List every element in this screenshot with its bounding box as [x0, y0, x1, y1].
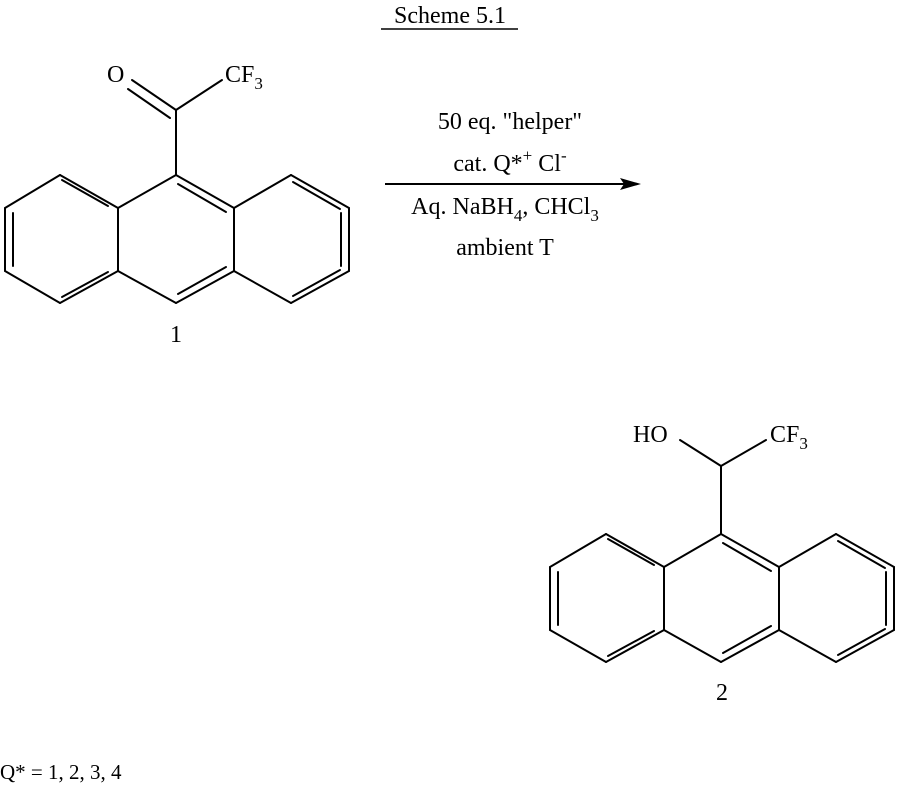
product-structure	[550, 440, 894, 662]
condition-line-4: ambient T	[456, 235, 554, 261]
footnote: Q* = 1, 2, 3, 4	[0, 760, 122, 784]
condition-line-2: cat. Q*+ Cl-	[453, 146, 567, 177]
product-cf3-label: CF3	[770, 422, 808, 453]
product-hydroxyl-label: HO	[633, 422, 668, 448]
reactant-cf3-label: CF3	[225, 62, 263, 93]
reactant-oxygen-label: O	[107, 62, 124, 88]
condition-line-3: Aq. NaBH4, CHCl3	[411, 194, 599, 225]
reactant-structure	[5, 80, 349, 303]
product-number: 2	[716, 680, 728, 706]
reactant-number: 1	[170, 322, 182, 348]
scheme-title: Scheme 5.1	[394, 3, 506, 29]
condition-line-1: 50 eq. "helper"	[438, 109, 582, 135]
